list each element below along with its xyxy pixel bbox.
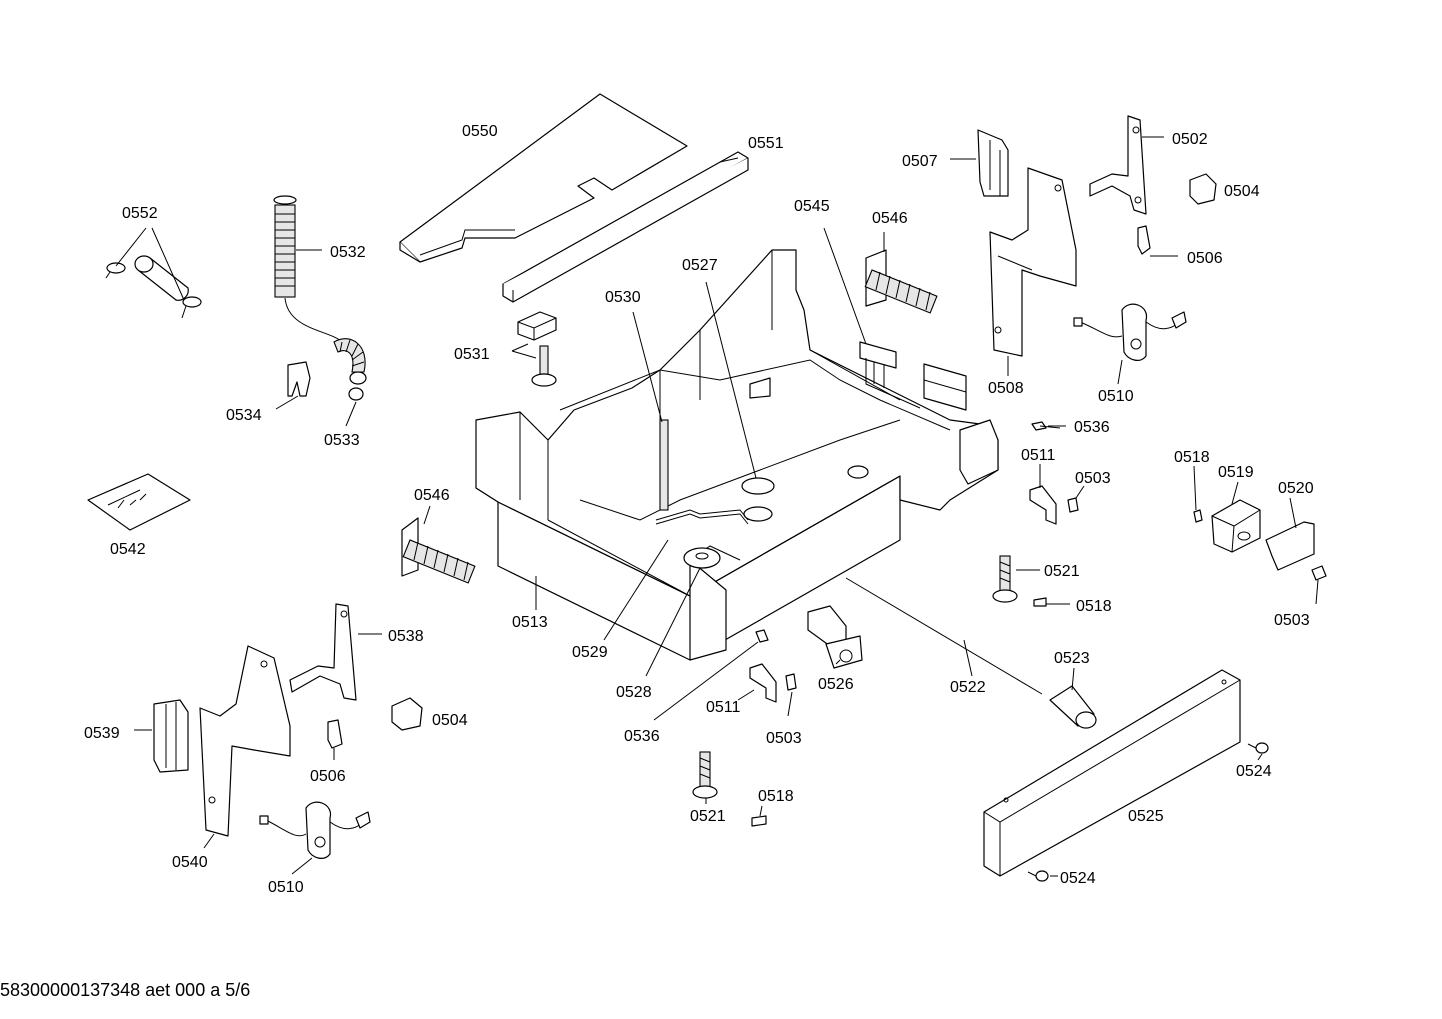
part-label-0529: 0529 <box>572 644 608 661</box>
part-0539-drawing <box>153 699 189 773</box>
part-label-0536-right: 0536 <box>1074 419 1110 436</box>
part-0525-drawing <box>983 669 1241 877</box>
part-0524-a-drawing <box>1247 742 1269 754</box>
part-0520-drawing <box>1265 521 1315 571</box>
part-label-0520: 0520 <box>1278 480 1314 497</box>
part-label-0536-left: 0536 <box>624 728 660 745</box>
part-0536-right-drawing <box>1031 421 1061 431</box>
part-0502-drawing <box>1089 115 1147 215</box>
part-0506-top-drawing <box>1137 225 1151 255</box>
part-0519-drawing <box>1211 499 1261 553</box>
part-0536-left-drawing <box>755 629 769 643</box>
part-label-0524-a: 0524 <box>1236 763 1272 780</box>
part-0523-drawing <box>1049 685 1097 729</box>
part-0529-drawing <box>655 509 749 525</box>
part-0552-drawing <box>105 255 202 319</box>
part-label-0518-c: 0518 <box>758 788 794 805</box>
part-0540-drawing <box>199 645 291 837</box>
part-0526-drawing <box>807 605 863 669</box>
part-0518-c-drawing <box>751 815 767 827</box>
part-label-0506-top: 0506 <box>1187 250 1223 267</box>
part-label-0545: 0545 <box>794 198 830 215</box>
part-label-0546-top: 0546 <box>872 210 908 227</box>
part-label-0510-top: 0510 <box>1098 388 1134 405</box>
part-0511-right-drawing <box>1029 485 1057 525</box>
part-label-0510-lower: 0510 <box>268 879 304 896</box>
part-0521-right-drawing <box>992 555 1018 603</box>
part-label-0550: 0550 <box>462 123 498 140</box>
part-0522-drawing <box>845 577 1043 695</box>
part-label-0552: 0552 <box>122 205 158 222</box>
part-label-0511-right: 0511 <box>1021 447 1056 464</box>
part-0546-lower-drawing <box>401 517 476 584</box>
part-label-0508: 0508 <box>988 380 1024 397</box>
part-label-0502: 0502 <box>1172 131 1208 148</box>
part-label-0524-b: 0524 <box>1060 870 1096 887</box>
part-label-0507: 0507 <box>902 153 938 170</box>
part-0532-drawing <box>273 195 366 373</box>
part-label-0503-c: 0503 <box>766 730 802 747</box>
part-0531-drawing <box>517 311 557 387</box>
part-0503-c-drawing <box>785 673 797 691</box>
part-0528-drawing <box>683 547 721 569</box>
part-0545-drawing <box>859 341 967 411</box>
part-label-0551: 0551 <box>748 135 784 152</box>
part-0546-top-drawing <box>864 249 938 314</box>
part-0507-drawing <box>977 129 1009 197</box>
part-label-0539: 0539 <box>84 725 120 742</box>
part-label-0504-top: 0504 <box>1224 183 1260 200</box>
part-label-0523: 0523 <box>1054 650 1090 667</box>
part-0513-drawing <box>475 249 999 661</box>
part-0510-top-drawing <box>1073 303 1187 361</box>
part-0534-drawing <box>287 361 311 397</box>
part-label-0538: 0538 <box>388 628 424 645</box>
part-0511-left-drawing <box>749 663 777 703</box>
part-label-0530: 0530 <box>605 289 641 306</box>
part-label-0513: 0513 <box>512 614 548 631</box>
part-labels: 0550 0551 0552 0532 0531 0530 0527 0545 … <box>84 123 1314 896</box>
part-label-0518-b: 0518 <box>1076 598 1112 615</box>
part-label-0504-lower: 0504 <box>432 712 468 729</box>
part-label-0540: 0540 <box>172 854 208 871</box>
part-0510-lower-drawing <box>259 801 371 859</box>
part-label-0526: 0526 <box>818 676 854 693</box>
part-label-0519: 0519 <box>1218 464 1254 481</box>
part-label-0518-a: 0518 <box>1174 449 1210 466</box>
part-0503-b-drawing <box>1311 565 1327 581</box>
part-label-0528: 0528 <box>616 684 652 701</box>
part-0542-drawing <box>87 473 191 531</box>
document-code: 58300000137348 aet 000 a 5/6 <box>0 980 251 1000</box>
part-0506-lower-drawing <box>327 719 343 749</box>
part-0504-top-drawing <box>1189 173 1217 205</box>
part-0503-a-drawing <box>1067 497 1079 513</box>
part-label-0521-right: 0521 <box>1044 563 1080 580</box>
part-0521-left-drawing <box>692 751 718 799</box>
part-0550-drawing <box>399 93 688 263</box>
leader-lines <box>115 136 1319 877</box>
part-0508-drawing <box>989 167 1077 357</box>
part-label-0525: 0525 <box>1128 808 1164 825</box>
part-label-0503-b: 0503 <box>1274 612 1310 629</box>
part-0538-drawing <box>289 603 357 701</box>
part-label-0534: 0534 <box>226 407 262 424</box>
part-label-0503-a: 0503 <box>1075 470 1111 487</box>
part-label-0546-lower: 0546 <box>414 487 450 504</box>
part-label-0527: 0527 <box>682 257 718 274</box>
part-0551-drawing <box>502 151 749 303</box>
part-label-0533: 0533 <box>324 432 360 449</box>
part-label-0522: 0522 <box>950 679 986 696</box>
part-0524-b-drawing <box>1027 870 1049 882</box>
part-label-0521-left: 0521 <box>690 808 726 825</box>
part-0518-b-drawing <box>1033 597 1047 607</box>
part-0518-a-drawing <box>1193 509 1203 523</box>
part-label-0531: 0531 <box>454 346 490 363</box>
part-label-0511-left: 0511 <box>706 699 741 716</box>
part-0504-lower-drawing <box>391 697 423 731</box>
part-label-0506-lower: 0506 <box>310 768 346 785</box>
part-0533-drawing <box>348 371 367 401</box>
part-label-0542: 0542 <box>110 541 146 558</box>
part-label-0532: 0532 <box>330 244 366 261</box>
